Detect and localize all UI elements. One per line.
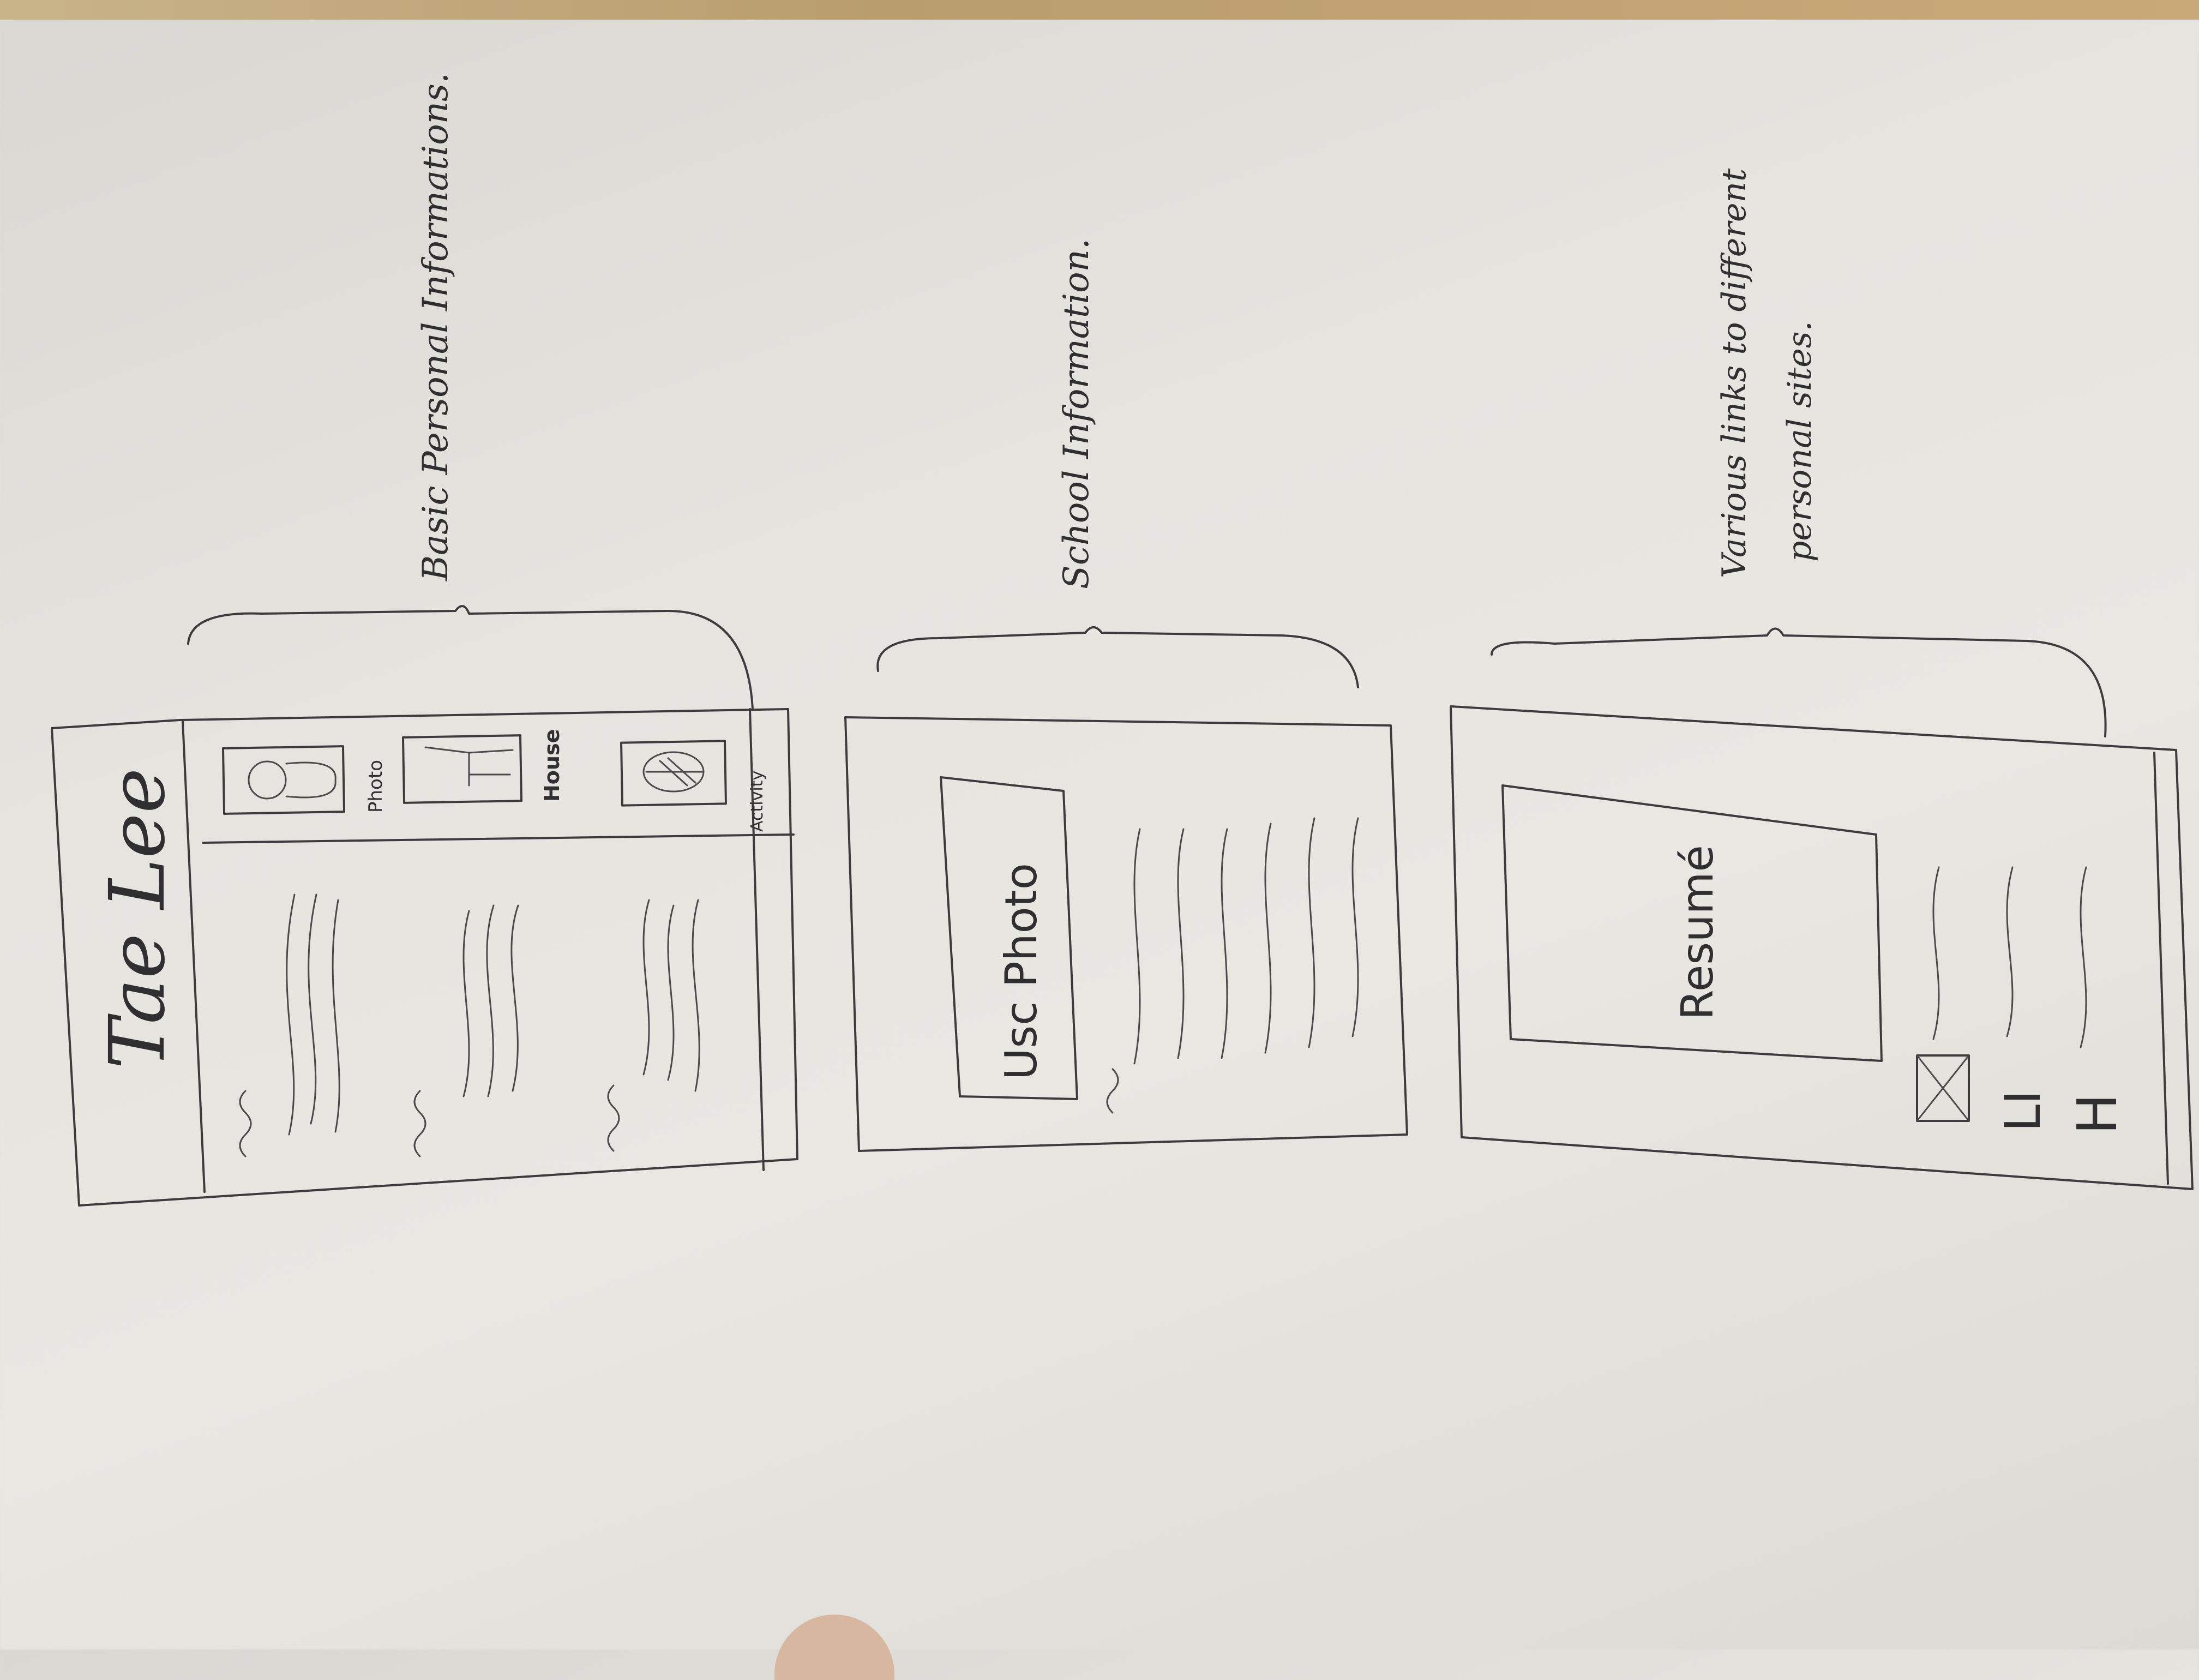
page1-title: Tae Lee <box>93 768 182 1069</box>
tile-house-label: House <box>540 729 564 802</box>
linkedin-icon: LI <box>1994 1090 2052 1132</box>
page1-annotation: Basic Personal Informations. <box>416 73 456 581</box>
tile-photo[interactable]: Photo <box>221 745 387 815</box>
text-placeholder-school <box>1106 817 1359 1114</box>
resume-label: Resumé <box>1672 845 1723 1020</box>
house-icon <box>424 746 514 787</box>
leaf-icon <box>642 751 705 793</box>
text-placeholder-3 <box>607 899 700 1152</box>
wireframe-page-1: Tae Lee Photo House <box>51 73 798 1207</box>
page3-annotation-line1: Various links to different <box>1715 168 1753 578</box>
text-placeholder-2 <box>413 904 519 1157</box>
h-icon: H <box>2065 1094 2129 1135</box>
link-email[interactable] <box>1916 866 1970 1122</box>
usc-photo-label: Usc Photo <box>996 863 1047 1080</box>
resume-box[interactable]: Resumé <box>1501 784 1883 1062</box>
envelope-icon <box>1916 1054 1970 1122</box>
page2-annotation: School Information. <box>1056 238 1097 589</box>
person-icon <box>248 760 337 800</box>
table-edge <box>0 0 2199 20</box>
wireframe-page-3: Resumé LI H Various links to different p… <box>1450 168 2194 1190</box>
tile-activity[interactable]: Activity <box>620 740 767 832</box>
link-linkedin[interactable]: LI <box>1994 866 2052 1132</box>
page3-annotation-line2: personal sites. <box>1781 321 1819 562</box>
wireframe-page-2: Usc Photo School Information. <box>844 238 1408 1152</box>
tile-activity-label: Activity <box>748 771 767 832</box>
text-placeholder-1 <box>239 893 340 1157</box>
link-h[interactable]: H <box>2065 866 2129 1135</box>
brace-1 <box>187 605 754 710</box>
brace-2 <box>876 626 1359 688</box>
tile-house[interactable]: House <box>401 729 564 804</box>
brace-3 <box>1491 627 2107 737</box>
tile-photo-label: Photo <box>365 760 387 813</box>
usc-photo-box[interactable]: Usc Photo <box>940 776 1078 1100</box>
